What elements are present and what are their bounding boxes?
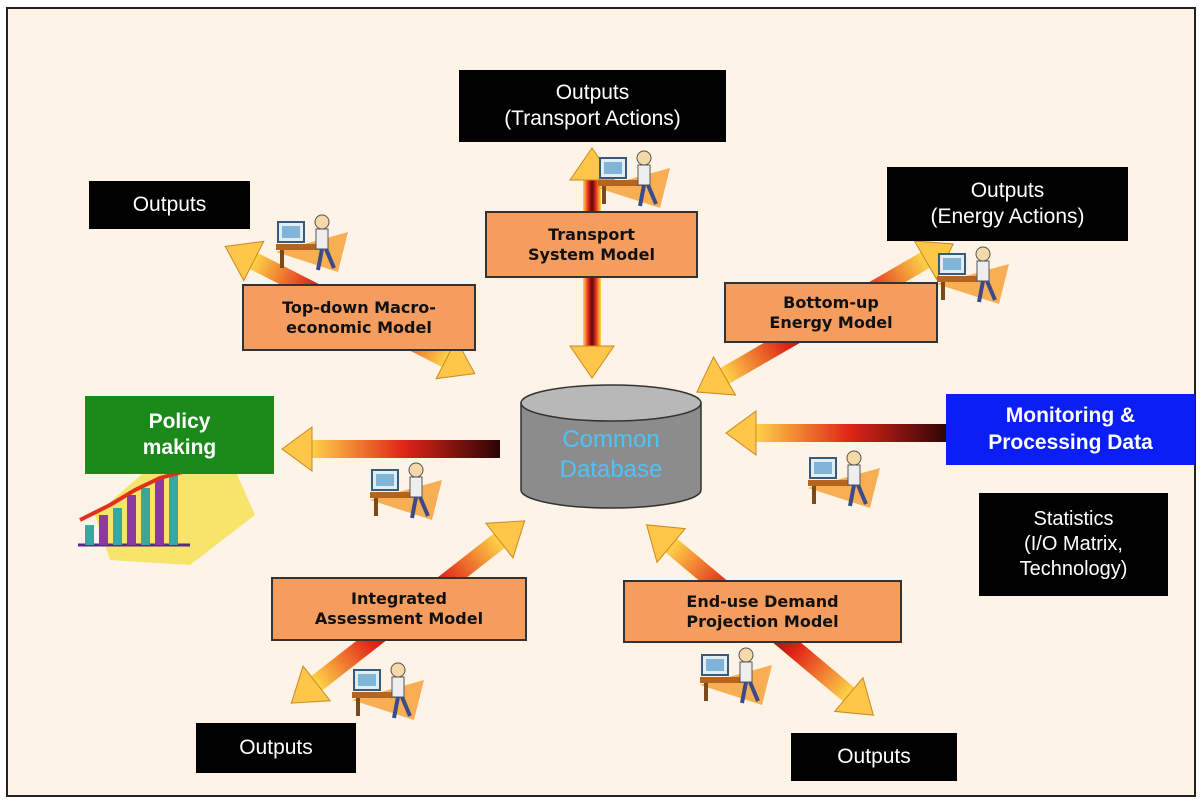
outputs-energy-box: Outputs (Energy Actions) [887,167,1128,241]
end-use-model-box: End-use Demand Projection Model [623,580,902,643]
bar-chart-clipart-icon [78,450,255,565]
statistics-box: Statistics (I/O Matrix, Technology) [979,493,1168,596]
outputs-bottom-right-box: Outputs [791,733,957,781]
computer-user-clipart-icon [352,662,424,720]
policy-arrow [281,426,500,472]
bottom-up-model-box: Bottom-up Energy Model [724,282,938,343]
computer-user-clipart-icon [808,450,880,508]
top-down-model-box: Top-down Macro- economic Model [242,284,476,351]
computer-user-clipart-icon [700,647,772,705]
monitoring-box: Monitoring & Processing Data [946,394,1195,465]
integrated-model-box: Integrated Assessment Model [271,577,527,641]
computer-user-clipart-icon [276,214,348,272]
database-cylinder-icon [520,384,702,509]
outputs-transport-box: Outputs (Transport Actions) [459,70,726,142]
common-database-label: Common Database [559,426,663,483]
outputs-bottom-left-box: Outputs [196,723,356,773]
computer-user-clipart-icon [598,150,670,208]
transport-model-box: Transport System Model [485,211,698,278]
monitoring-arrow [725,410,948,456]
policy-making-box: Policy making [85,396,274,474]
computer-user-icons [276,150,1009,720]
computer-user-clipart-icon [370,462,442,520]
outputs-top-left-box: Outputs [89,181,250,229]
computer-user-clipart-icon [937,246,1009,304]
